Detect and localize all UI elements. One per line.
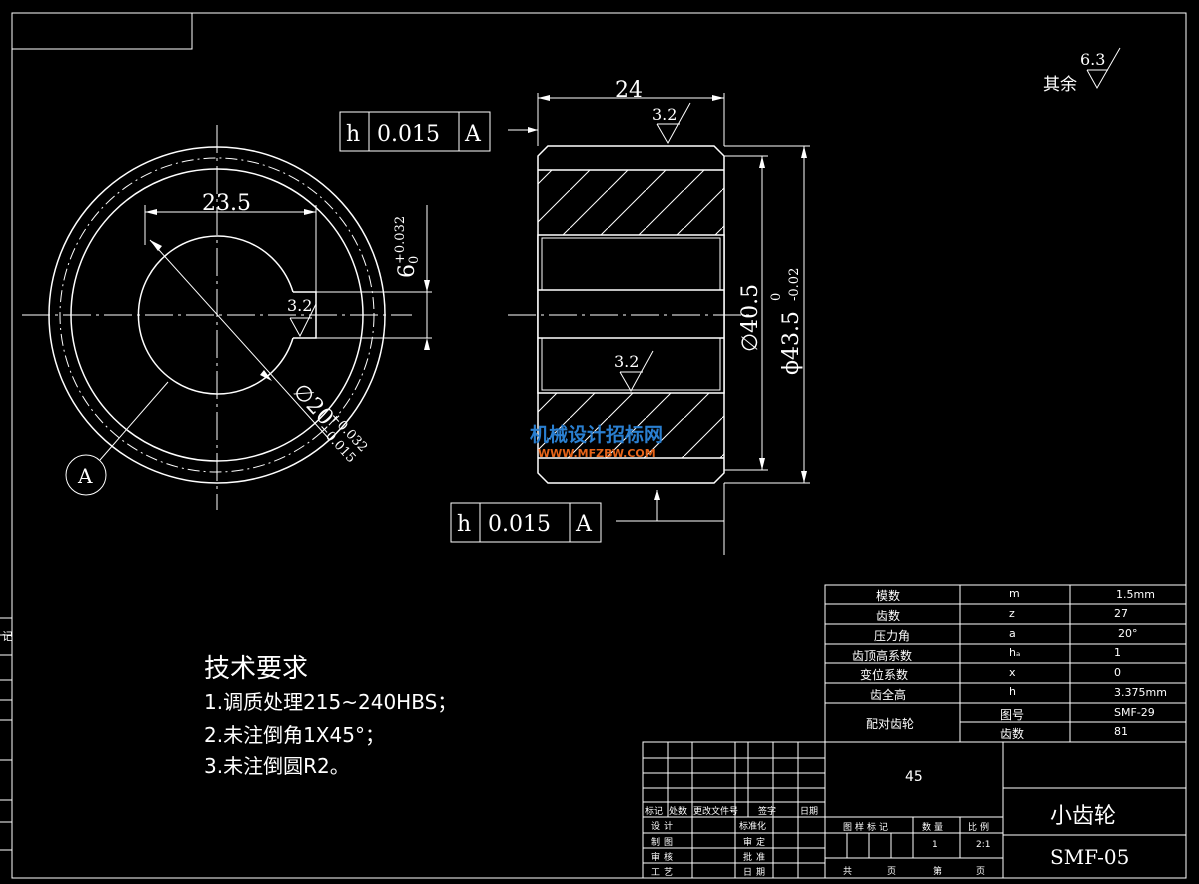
tol-frame-1-datum: A bbox=[464, 122, 482, 147]
roughness-other: 其余 6.3 bbox=[1043, 47, 1121, 95]
qty-value: 1 bbox=[932, 840, 938, 850]
param-value-0: 1.5mm bbox=[1116, 588, 1155, 601]
tol-frame-1-value: 0.015 bbox=[377, 122, 440, 147]
dim-outer-diameter: ϕ43.5 bbox=[779, 311, 804, 375]
param-symbol-5: h bbox=[1009, 685, 1016, 698]
param-name-4: 变位系数 bbox=[860, 668, 909, 682]
datum-a-bubble bbox=[65, 454, 107, 496]
label-process: 工艺 bbox=[651, 868, 678, 878]
label-total: 共 bbox=[843, 867, 853, 877]
mating-gear-row-1-name: 齿数 bbox=[1000, 727, 1025, 741]
mating-gear-row-1-value: 81 bbox=[1114, 725, 1128, 738]
label-approve: 批准 bbox=[743, 853, 770, 863]
label-qty: 数量 bbox=[922, 823, 947, 833]
roughness-other-value: 6.3 bbox=[1080, 50, 1105, 69]
label-sheet: 页 bbox=[887, 867, 897, 877]
title-block bbox=[642, 741, 1187, 879]
label-drafting: 制图 bbox=[651, 838, 678, 848]
part-name: 小齿轮 bbox=[1050, 804, 1117, 829]
rev-header-0: 标记 bbox=[645, 807, 664, 817]
label-stage: 图样标记 bbox=[843, 823, 892, 833]
tolerance-frame-1 bbox=[339, 111, 538, 152]
label-approve-check: 审定 bbox=[743, 838, 770, 848]
param-name-3: 齿顶高系数 bbox=[852, 649, 913, 663]
param-symbol-1: z bbox=[1009, 607, 1015, 620]
param-value-5: 3.375mm bbox=[1114, 686, 1167, 699]
scale-value: 2:1 bbox=[976, 840, 991, 850]
param-name-2: 压力角 bbox=[874, 629, 911, 643]
tolerance-frame-2 bbox=[450, 490, 724, 543]
gear-param-table bbox=[824, 584, 1187, 743]
label-standardize: 标准化 bbox=[739, 822, 767, 832]
dim-keyway: 6 bbox=[395, 264, 420, 278]
rev-header-4: 日期 bbox=[800, 807, 819, 817]
watermark-line2: WWW.MFZBW.COM bbox=[538, 447, 656, 460]
tol-frame-2-symbol: h bbox=[457, 512, 471, 537]
param-value-4: 0 bbox=[1114, 666, 1121, 679]
roughness-section-top: 3.2 bbox=[652, 105, 677, 124]
datum-a-label: A bbox=[77, 464, 93, 488]
dim-keyway-tol-upper: +0.032 bbox=[393, 216, 408, 264]
drawing-number: SMF-05 bbox=[1050, 845, 1130, 869]
label-review: 审核 bbox=[651, 853, 678, 863]
material: 45 bbox=[905, 769, 923, 785]
tol-frame-2-datum: A bbox=[575, 512, 593, 537]
param-name-5: 齿全高 bbox=[870, 688, 907, 702]
dim-inner-diameter: ∅40.5 bbox=[738, 284, 763, 352]
label-sheet-no: 第 bbox=[933, 867, 943, 877]
rev-header-2: 更改文件号 bbox=[693, 807, 739, 817]
dim-outer-tol-lower: -0.02 bbox=[787, 268, 802, 301]
param-symbol-4: x bbox=[1009, 666, 1016, 679]
tech-req-item-1: 1.调质处理215~240HBS； bbox=[204, 690, 458, 714]
dim-front-width: 23.5 bbox=[202, 191, 251, 216]
left-strip-label: 记 bbox=[2, 630, 13, 643]
mating-gear-label: 配对齿轮 bbox=[866, 717, 915, 731]
param-symbol-0: m bbox=[1009, 587, 1020, 600]
drawing-border bbox=[11, 12, 1187, 879]
tol-frame-1-symbol: h bbox=[346, 122, 360, 147]
tech-req-title: 技术要求 bbox=[204, 654, 309, 684]
rev-header-1: 处数 bbox=[669, 807, 688, 817]
front-view bbox=[22, 125, 432, 510]
param-name-1: 齿数 bbox=[876, 609, 901, 623]
param-symbol-2: a bbox=[1009, 627, 1016, 640]
param-symbol-3: hₐ bbox=[1009, 646, 1021, 659]
watermark-line1: 机械设计招标网 bbox=[530, 423, 663, 446]
corner-box bbox=[12, 13, 193, 50]
param-value-3: 1 bbox=[1114, 646, 1121, 659]
roughness-other-label: 其余 bbox=[1043, 75, 1077, 95]
param-name-0: 模数 bbox=[876, 589, 901, 603]
tech-req-item-3: 3.未注倒圆R2。 bbox=[204, 754, 350, 778]
param-value-1: 27 bbox=[1114, 607, 1128, 620]
section-view bbox=[508, 93, 810, 555]
label-scale: 比例 bbox=[968, 823, 993, 833]
mating-gear-row-0-value: SMF-29 bbox=[1114, 706, 1155, 719]
left-strip bbox=[0, 617, 12, 851]
rev-header-3: 签字 bbox=[758, 807, 777, 817]
label-date: 日期 bbox=[743, 868, 770, 878]
roughness-section-bore: 3.2 bbox=[614, 352, 639, 371]
tol-frame-2-value: 0.015 bbox=[488, 512, 551, 537]
mating-gear-row-0-name: 图号 bbox=[1000, 708, 1025, 722]
dim-section-width: 24 bbox=[615, 78, 643, 103]
label-design: 设计 bbox=[651, 822, 678, 832]
label-sheet-2: 页 bbox=[976, 867, 986, 877]
dim-outer-tol-upper: 0 bbox=[769, 293, 784, 301]
param-value-2: 20° bbox=[1118, 627, 1138, 640]
roughness-keyway: 3.2 bbox=[287, 296, 312, 315]
tech-req-item-2: 2.未注倒角1X45°； bbox=[204, 723, 385, 747]
dim-keyway-tol-lower: 0 bbox=[407, 256, 422, 264]
